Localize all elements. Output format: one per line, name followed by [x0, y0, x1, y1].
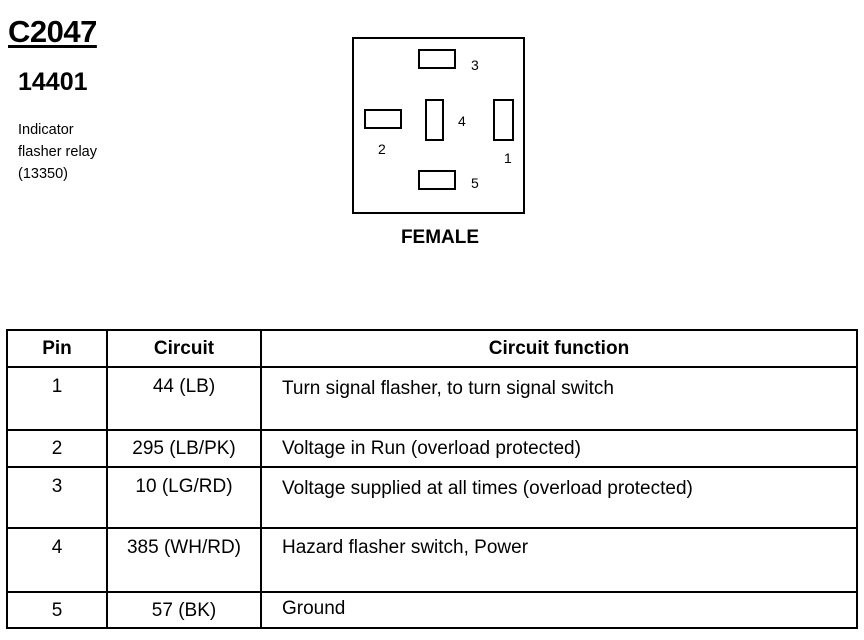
description-line: Indicator: [18, 122, 74, 138]
table-row: 4 385 (WH/RD) Hazard flasher switch, Pow…: [6, 527, 858, 593]
circuit-cell: 44 (LB): [106, 366, 262, 431]
description-line: flasher relay: [18, 144, 97, 160]
pin-cell: 1: [6, 366, 108, 431]
description-line: (13350): [18, 166, 68, 182]
pin-slot-4: [425, 99, 444, 141]
circuit-cell: 10 (LG/RD): [106, 466, 262, 529]
table-header-row: Pin Circuit Circuit function: [6, 329, 858, 368]
function-cell: Voltage in Run (overload protected): [260, 429, 858, 468]
pin-cell: 5: [6, 591, 108, 629]
column-header-circuit-function: Circuit function: [260, 329, 858, 368]
pin-slot-1: [493, 99, 514, 141]
function-cell: Turn signal flasher, to turn signal swit…: [260, 366, 858, 431]
pin-label-2: 2: [378, 141, 386, 157]
pin-label-4: 4: [458, 113, 466, 129]
pin-cell: 3: [6, 466, 108, 529]
pin-label-3: 3: [471, 57, 479, 73]
table-row: 3 10 (LG/RD) Voltage supplied at all tim…: [6, 466, 858, 529]
circuit-cell: 385 (WH/RD): [106, 527, 262, 593]
connector-face: 3 2 4 1 5: [352, 37, 525, 214]
pin-label-1: 1: [504, 150, 512, 166]
column-header-pin: Pin: [6, 329, 108, 368]
part-number: 14401: [18, 68, 88, 96]
pin-circuit-table: Pin Circuit Circuit function 1 44 (LB) T…: [6, 329, 858, 629]
function-cell: Ground: [260, 591, 858, 629]
column-header-circuit: Circuit: [106, 329, 262, 368]
circuit-cell: 295 (LB/PK): [106, 429, 262, 468]
connector-id-title: C2047: [8, 14, 97, 49]
pin-label-5: 5: [471, 175, 479, 191]
connector-gender-label: FEMALE: [400, 227, 480, 248]
pin-slot-5: [418, 170, 456, 190]
table-row: 2 295 (LB/PK) Voltage in Run (overload p…: [6, 429, 858, 468]
pin-cell: 4: [6, 527, 108, 593]
table-row: 5 57 (BK) Ground: [6, 591, 858, 629]
table-row: 1 44 (LB) Turn signal flasher, to turn s…: [6, 366, 858, 431]
pin-slot-2: [364, 109, 402, 129]
component-description: Indicator flasher relay (13350): [18, 119, 97, 185]
function-cell: Voltage supplied at all times (overload …: [260, 466, 858, 529]
circuit-cell: 57 (BK): [106, 591, 262, 629]
function-cell: Hazard flasher switch, Power: [260, 527, 858, 593]
pin-cell: 2: [6, 429, 108, 468]
pin-slot-3: [418, 49, 456, 69]
